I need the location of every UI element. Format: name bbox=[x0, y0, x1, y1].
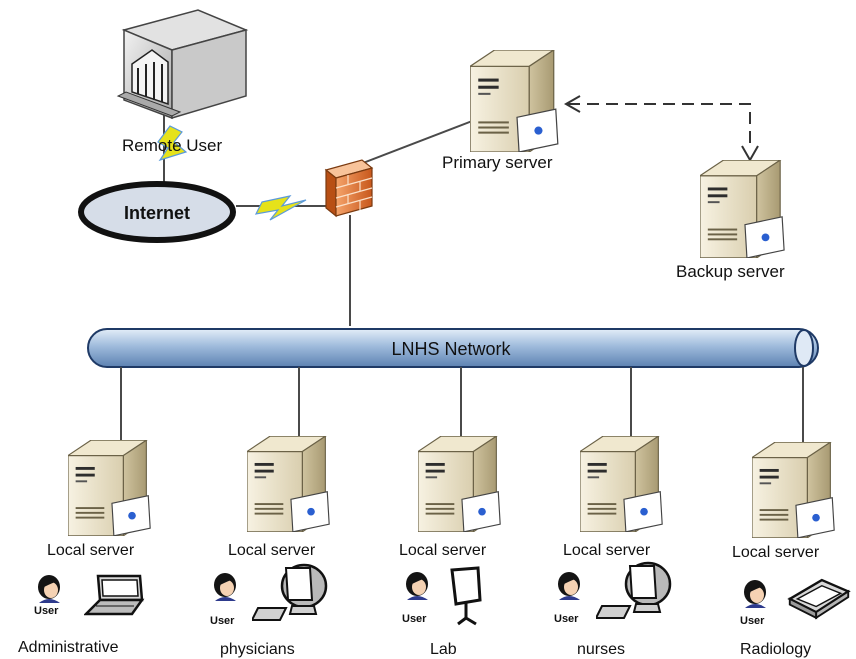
arrow-left-icon bbox=[563, 95, 581, 113]
local-server-label: Local server bbox=[563, 542, 651, 559]
laptop-icon bbox=[84, 574, 144, 616]
local-server-label: Local server bbox=[47, 542, 135, 559]
user-icon bbox=[38, 575, 60, 603]
local-server-icon bbox=[752, 442, 835, 538]
department-radiology: Local server User Radiology bbox=[732, 367, 850, 658]
local-server-icon bbox=[580, 436, 663, 532]
firewall-icon bbox=[324, 159, 374, 218]
internet-node: Internet bbox=[78, 181, 236, 243]
user-icon bbox=[214, 573, 236, 601]
arrow-down-icon bbox=[741, 145, 759, 163]
remote-user-building-icon bbox=[116, 9, 249, 120]
wireless-link-icon bbox=[254, 195, 307, 221]
department-nurses: Local server User nurses bbox=[554, 367, 672, 658]
department-name: nurses bbox=[577, 641, 625, 658]
local-server-label: Local server bbox=[228, 542, 316, 559]
department-name: Radiology bbox=[740, 641, 811, 658]
wireless-link-icon bbox=[157, 125, 188, 162]
firewall-primary-link bbox=[349, 117, 481, 169]
user-icon bbox=[744, 580, 766, 608]
local-server-icon bbox=[68, 440, 151, 536]
backup-server-label: Backup server bbox=[676, 262, 785, 281]
lnhs-network-bus: LNHS Network bbox=[87, 328, 819, 368]
user-label: User bbox=[554, 613, 579, 625]
local-server-label: Local server bbox=[732, 544, 820, 561]
desktop-computer-icon bbox=[596, 561, 672, 620]
internet-label: Internet bbox=[124, 203, 190, 223]
backup-server-icon bbox=[700, 160, 785, 258]
local-server-label: Local server bbox=[399, 542, 487, 559]
primary-server-label: Primary server bbox=[442, 153, 553, 172]
user-icon bbox=[558, 572, 580, 600]
local-server-icon bbox=[418, 436, 501, 532]
user-icon bbox=[406, 572, 428, 600]
user-label: User bbox=[740, 615, 765, 627]
user-label: User bbox=[402, 613, 427, 625]
remote-user-label: Remote User bbox=[122, 136, 222, 155]
department-administrative: Local server User Administrative bbox=[18, 367, 151, 656]
desktop-computer-icon bbox=[252, 563, 328, 622]
user-label: User bbox=[210, 615, 235, 627]
department-name: Administrative bbox=[18, 639, 119, 656]
department-name: Lab bbox=[430, 641, 457, 658]
department-physicians: Local server User physicians bbox=[210, 367, 330, 658]
backup-replication-link bbox=[568, 103, 751, 150]
user-label: User bbox=[34, 605, 59, 617]
lab-monitor-icon bbox=[450, 566, 482, 626]
local-server-icon bbox=[247, 436, 330, 532]
scanner-icon bbox=[788, 578, 850, 619]
department-name: physicians bbox=[220, 641, 295, 658]
primary-server-icon bbox=[470, 50, 559, 152]
department-lab: Local server User Lab bbox=[399, 367, 501, 658]
network-label: LNHS Network bbox=[391, 339, 511, 359]
